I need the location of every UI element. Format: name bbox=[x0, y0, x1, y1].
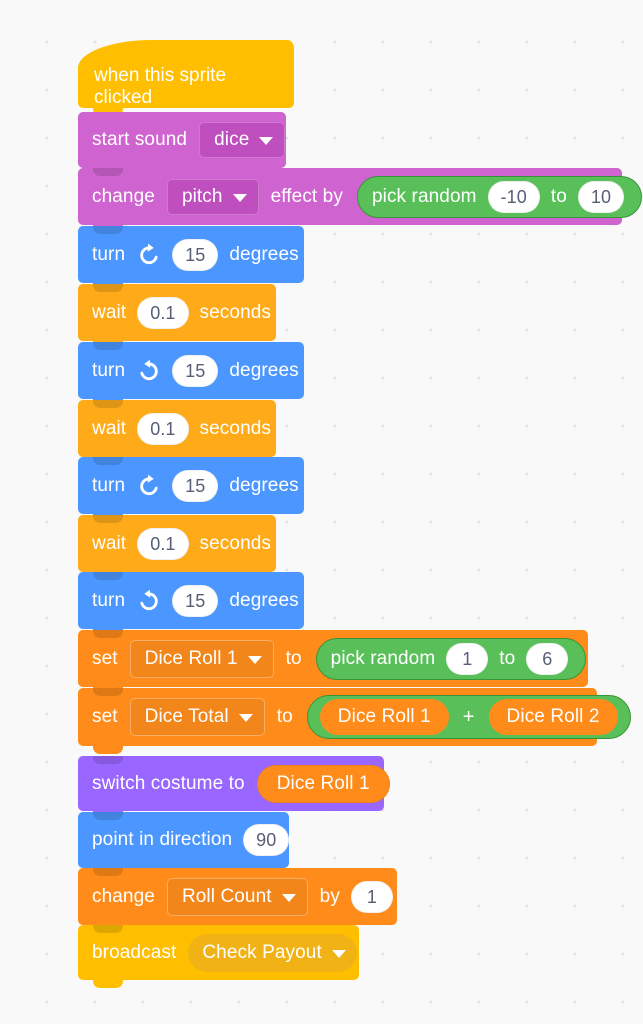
pick-random-to-input[interactable]: 10 bbox=[577, 180, 625, 213]
variable-dropdown-value: Dice Total bbox=[144, 706, 229, 727]
block-change-sound-effect[interactable]: change pitch effect by pick random -10 t… bbox=[78, 168, 643, 233]
block-start-sound[interactable]: start sound dice bbox=[78, 112, 286, 176]
block-change-variable[interactable]: change Roll Count by 1 bbox=[78, 868, 397, 933]
block-turn-clockwise-2[interactable]: turn 15 degrees bbox=[78, 457, 304, 522]
pick-random-to-label: to bbox=[499, 647, 516, 669]
broadcast-message-value: Check Payout bbox=[202, 941, 322, 963]
sound-dropdown-value: dice bbox=[214, 129, 250, 150]
block-set-dice-total[interactable]: set Dice Total to Dice Roll 1 + Dice Rol… bbox=[78, 688, 631, 754]
block-turn-clockwise-1[interactable]: turn 15 degrees bbox=[78, 226, 304, 291]
variable-dropdown-dice-roll-1[interactable]: Dice Roll 1 bbox=[129, 639, 274, 678]
point-in-direction-label: point in direction bbox=[92, 829, 233, 850]
degrees-label: degrees bbox=[229, 474, 299, 496]
variable-dropdown-dice-total[interactable]: Dice Total bbox=[129, 698, 265, 736]
pick-random-label: pick random bbox=[371, 185, 477, 207]
block-when-this-sprite-clicked[interactable]: when this sprite clicked bbox=[78, 40, 294, 116]
wait-seconds-input[interactable]: 0.1 bbox=[137, 412, 189, 445]
block-point-in-direction[interactable]: point in direction 90 bbox=[78, 812, 290, 876]
chevron-down-icon bbox=[247, 655, 262, 664]
variable-reporter-dice-roll-1[interactable]: Dice Roll 1 bbox=[317, 697, 451, 737]
pick-random-to-label: to bbox=[550, 185, 567, 207]
effect-dropdown-value: pitch bbox=[181, 185, 223, 207]
wait-label: wait bbox=[92, 417, 127, 439]
start-sound-label: start sound bbox=[92, 129, 188, 150]
block-turn-counterclockwise-1[interactable]: turn 15 degrees bbox=[78, 342, 304, 407]
chevron-down-icon bbox=[232, 193, 247, 202]
seconds-label: seconds bbox=[199, 301, 271, 323]
turn-degrees-input[interactable]: 15 bbox=[172, 469, 219, 502]
block-turn-counterclockwise-2[interactable]: turn 15 degrees bbox=[78, 572, 304, 637]
pick-random-to-input[interactable]: 6 bbox=[526, 642, 569, 675]
variable-dropdown-value: Dice Roll 1 bbox=[144, 647, 238, 669]
change-amount-input[interactable]: 1 bbox=[350, 880, 393, 913]
seconds-label: seconds bbox=[199, 532, 271, 554]
change-effect-label: change bbox=[92, 185, 155, 207]
block-wait-2[interactable]: wait 0.1 seconds bbox=[78, 400, 276, 465]
operator-addition[interactable]: Dice Roll 1 + Dice Roll 2 bbox=[306, 695, 631, 739]
switch-costume-label: switch costume to bbox=[92, 772, 245, 794]
wait-label: wait bbox=[92, 532, 127, 554]
block-wait-1[interactable]: wait 0.1 seconds bbox=[78, 284, 276, 349]
turn-label: turn bbox=[92, 243, 126, 265]
block-set-dice-roll-1[interactable]: set Dice Roll 1 to pick random 1 to 6 bbox=[78, 630, 588, 695]
pick-random-from-input[interactable]: -10 bbox=[487, 180, 540, 213]
variable-dropdown-value: Roll Count bbox=[181, 885, 272, 907]
change-effect-by-label: effect by bbox=[270, 185, 343, 207]
chevron-down-icon bbox=[259, 137, 274, 145]
set-to-label: to bbox=[276, 706, 293, 727]
broadcast-message-dropdown[interactable]: Check Payout bbox=[188, 933, 357, 972]
hat-top-curve bbox=[78, 40, 294, 68]
turn-degrees-input[interactable]: 15 bbox=[172, 238, 219, 271]
operator-pick-random-pitch[interactable]: pick random -10 to 10 bbox=[356, 175, 643, 218]
seconds-label: seconds bbox=[199, 417, 271, 439]
variable-reporter-costume[interactable]: Dice Roll 1 bbox=[256, 764, 390, 803]
set-to-label: to bbox=[285, 647, 302, 669]
turn-degrees-input[interactable]: 15 bbox=[172, 354, 219, 387]
turn-counterclockwise-icon bbox=[136, 358, 162, 384]
block-switch-costume[interactable]: switch costume to Dice Roll 1 bbox=[78, 756, 390, 819]
set-label: set bbox=[92, 706, 118, 727]
turn-label: turn bbox=[92, 359, 126, 381]
pick-random-from-input[interactable]: 1 bbox=[446, 642, 489, 675]
set-label: set bbox=[92, 647, 118, 669]
degrees-label: degrees bbox=[229, 359, 299, 381]
sound-dropdown[interactable]: dice bbox=[199, 122, 286, 158]
block-broadcast[interactable]: broadcast Check Payout bbox=[78, 925, 359, 988]
chevron-down-icon bbox=[331, 949, 346, 958]
turn-clockwise-icon bbox=[136, 473, 162, 499]
pick-random-label: pick random bbox=[330, 647, 436, 669]
wait-label: wait bbox=[92, 301, 127, 323]
degrees-label: degrees bbox=[229, 589, 299, 611]
hat-body: when this sprite clicked bbox=[78, 65, 294, 116]
turn-counterclockwise-icon bbox=[136, 588, 162, 614]
effect-dropdown[interactable]: pitch bbox=[166, 178, 259, 215]
variable-reporter-dice-roll-2[interactable]: Dice Roll 2 bbox=[486, 697, 620, 737]
turn-label: turn bbox=[92, 474, 126, 496]
chevron-down-icon bbox=[281, 893, 296, 902]
operator-pick-random-dice[interactable]: pick random 1 to 6 bbox=[315, 637, 587, 680]
direction-input[interactable]: 90 bbox=[243, 824, 290, 856]
turn-degrees-input[interactable]: 15 bbox=[172, 584, 219, 617]
block-wait-3[interactable]: wait 0.1 seconds bbox=[78, 515, 276, 580]
wait-seconds-input[interactable]: 0.1 bbox=[137, 296, 189, 329]
chevron-down-icon bbox=[238, 714, 253, 722]
hat-label: when this sprite clicked bbox=[94, 65, 227, 108]
broadcast-label: broadcast bbox=[92, 941, 177, 963]
change-by-label: by bbox=[319, 885, 340, 907]
turn-label: turn bbox=[92, 589, 126, 611]
wait-seconds-input[interactable]: 0.1 bbox=[137, 527, 189, 560]
turn-clockwise-icon bbox=[136, 242, 162, 268]
variable-dropdown-roll-count[interactable]: Roll Count bbox=[166, 877, 308, 916]
degrees-label: degrees bbox=[229, 243, 299, 265]
change-label: change bbox=[92, 885, 155, 907]
operator-plus-symbol: + bbox=[462, 705, 475, 728]
